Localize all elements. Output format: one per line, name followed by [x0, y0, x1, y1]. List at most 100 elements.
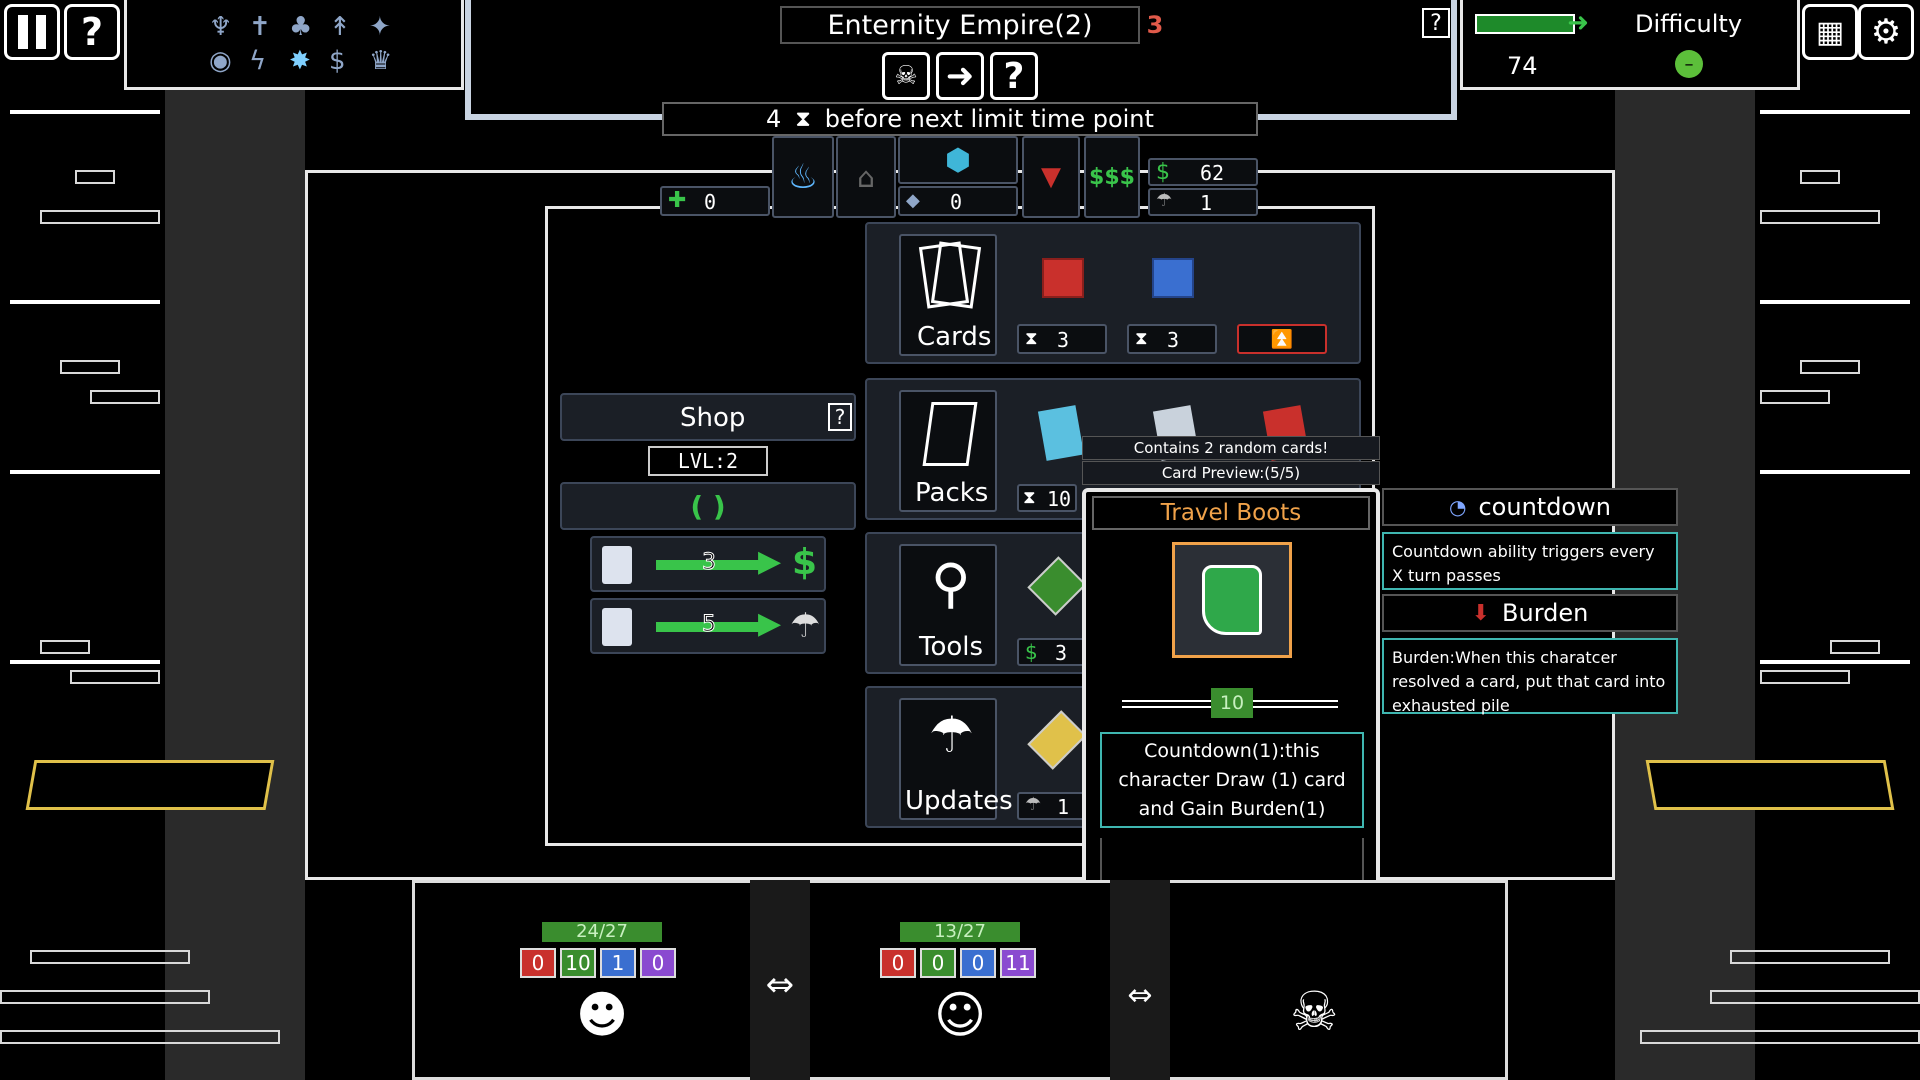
- money-icon: $: [792, 542, 818, 583]
- cube-slot[interactable]: ⬢: [898, 136, 1018, 184]
- resource-row: ✚ 0 ♨ ⌂ ⬢ ◆ 0 ▼ $$$ $ 62 ☂ 1: [660, 136, 1260, 220]
- clock-icon: ◔: [1449, 495, 1467, 519]
- hero-2-heal: 0: [920, 948, 956, 978]
- green-tool-item[interactable]: [1027, 556, 1087, 616]
- club-icon[interactable]: ♣: [289, 12, 313, 42]
- hero-1-attack: 0: [520, 948, 556, 978]
- yellow-update-item[interactable]: [1027, 710, 1087, 770]
- cube-counter: ◆ 0: [898, 186, 1018, 216]
- packs-category-button[interactable]: Packs: [899, 390, 997, 512]
- hero-1-hp: 24/27: [542, 922, 662, 942]
- help-icon: ?: [80, 10, 104, 54]
- zone-title-box: Enternity Empire(2): [780, 6, 1140, 44]
- trade-arrow: [656, 622, 766, 632]
- next-button[interactable]: ➜: [936, 52, 984, 100]
- sell-card-for-money[interactable]: ▶ 3 $: [590, 536, 826, 592]
- difficulty-progress: ➜: [1475, 8, 1589, 38]
- countdown-text: before next limit time point: [824, 105, 1154, 133]
- hero-2-hp: 13/27: [900, 922, 1020, 942]
- party-divider-1: [750, 880, 810, 1080]
- crown-icon[interactable]: ♛: [369, 46, 393, 76]
- boot-icon: [1202, 565, 1262, 635]
- keyword-countdown-desc: Countdown ability triggers every X turn …: [1382, 532, 1678, 590]
- star-icon[interactable]: ✸: [289, 46, 311, 76]
- party-frame: [412, 880, 1508, 1080]
- boss-button[interactable]: ☠: [882, 52, 930, 100]
- cards-category-button[interactable]: Cards: [899, 234, 997, 356]
- chest-slot[interactable]: ⌂: [836, 136, 896, 218]
- card-art: [1172, 542, 1292, 658]
- party-divider-2: [1110, 880, 1170, 1080]
- updates-label: Updates: [905, 786, 1013, 816]
- card-icon: [602, 546, 632, 584]
- campfire-slot[interactable]: ♨: [772, 136, 834, 218]
- sell-card-for-parachute[interactable]: ▶ 5 ☂: [590, 598, 826, 654]
- lightning-icon[interactable]: ϟ: [249, 46, 267, 76]
- updates-category-button[interactable]: ☂ Updates: [899, 698, 1013, 820]
- shop-level: LVL:2: [648, 446, 768, 476]
- chest-icon: ⌂: [857, 160, 875, 194]
- difficulty-panel: ➜ 74 Difficulty –: [1460, 0, 1800, 90]
- header-help-button[interactable]: ?: [1422, 8, 1450, 38]
- swap-left-button[interactable]: ⇔: [740, 960, 820, 1010]
- card-text: Countdown(1):this character Draw (1) car…: [1118, 739, 1346, 820]
- hero-1-portrait-icon: ☻: [576, 986, 629, 1044]
- wing-icon[interactable]: ♆: [209, 12, 233, 42]
- left-wall: [165, 90, 305, 1080]
- gear-icon: ⚙: [1870, 12, 1902, 52]
- keyword-countdown-title: ◔ countdown: [1382, 488, 1678, 526]
- tools-category-button[interactable]: ⚲ Tools: [899, 544, 997, 666]
- trade2-value: 5: [702, 612, 717, 638]
- hero-3[interactable]: ☠: [1270, 980, 1370, 1060]
- hero-1-shield: 1: [600, 948, 636, 978]
- card-name: Travel Boots: [1160, 500, 1302, 526]
- down-arrow-icon: ⬇: [1471, 600, 1491, 626]
- difficulty-label: Difficulty: [1635, 10, 1743, 38]
- info-button[interactable]: ?: [990, 52, 1038, 100]
- blue-card-item[interactable]: [1152, 258, 1194, 298]
- compass-icon[interactable]: ✦: [369, 12, 391, 42]
- shop-help-button[interactable]: ?: [828, 403, 852, 431]
- cross-icon[interactable]: ✝: [249, 12, 271, 42]
- swap-right-button[interactable]: ⇔: [1100, 975, 1180, 1015]
- map-button[interactable]: ▦: [1802, 4, 1858, 60]
- hero-1[interactable]: 24/27 0 10 1 0 ☻: [520, 920, 690, 1050]
- hero-2-magic: 11: [1000, 948, 1036, 978]
- help-button[interactable]: ?: [64, 4, 120, 60]
- card-cost: 10: [1211, 688, 1253, 718]
- money-counter: $ 62: [1148, 158, 1258, 186]
- difficulty-face-icon: –: [1675, 50, 1703, 78]
- hero-2-portrait-icon: ☺: [934, 986, 987, 1044]
- tools-row: ⚲ Tools $ 3: [865, 532, 1105, 674]
- settings-button[interactable]: ⚙: [1858, 4, 1914, 60]
- cards-row: Cards ⧗ 3 ⧗ 3 ⏫: [865, 222, 1361, 364]
- boss-icon: ☠: [894, 61, 918, 91]
- pause-button[interactable]: [4, 4, 60, 60]
- hero-2[interactable]: 13/27 0 0 0 11 ☺: [878, 920, 1048, 1050]
- money-slot[interactable]: $$$: [1084, 136, 1140, 218]
- eye-icon[interactable]: ◉: [209, 46, 232, 76]
- swap-icon: ⇔: [765, 965, 795, 1005]
- keyword-burden-title: ⬇ Burden: [1382, 594, 1678, 632]
- red-card-item[interactable]: [1042, 258, 1084, 298]
- cyan-pack-item[interactable]: [1037, 405, 1085, 461]
- updates-row: ☂ Updates ☂ 1: [865, 686, 1105, 828]
- packs-icon: [922, 402, 978, 466]
- torch-icon[interactable]: ↟: [329, 12, 351, 42]
- danger-slot[interactable]: ▼: [1022, 136, 1080, 218]
- cube-icon: ⬢: [944, 142, 972, 178]
- pack-timer: ⧗ 10: [1017, 484, 1077, 512]
- card-text-box: Countdown(1):this character Draw (1) car…: [1100, 732, 1364, 828]
- cards-upgrade-button[interactable]: ⏫: [1237, 324, 1327, 354]
- swap-icon: ⇔: [1127, 977, 1153, 1013]
- trade-arrow-head: ▶: [758, 606, 782, 641]
- red-card-timer: ⧗ 3: [1017, 324, 1107, 354]
- heal-counter: ✚ 0: [660, 186, 770, 216]
- fire-icon: ♨: [787, 157, 819, 197]
- tools-icon: ⚲: [931, 552, 971, 615]
- dollar-icon[interactable]: $: [329, 46, 346, 76]
- hourglass-icon: ⧗: [795, 106, 811, 132]
- shop-title-bar: Shop ?: [560, 393, 856, 441]
- parachute-counter: ☂ 1: [1148, 188, 1258, 216]
- shop-refresh-button[interactable]: ( ): [560, 482, 856, 530]
